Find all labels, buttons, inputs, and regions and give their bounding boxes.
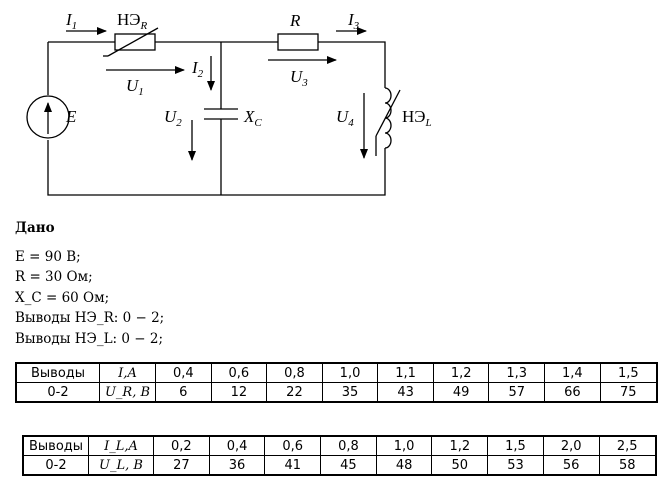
table-cell: U_L, В bbox=[88, 455, 154, 476]
table-cell: 1,5 bbox=[487, 435, 544, 456]
label-ner: НЭR bbox=[117, 10, 148, 32]
table-cell: 0,4 bbox=[208, 435, 266, 456]
table-cell: 36 bbox=[208, 455, 266, 476]
table-cell: 1,0 bbox=[321, 362, 379, 383]
table-cell: 0,8 bbox=[320, 435, 377, 456]
table-cell: 49 bbox=[432, 382, 490, 403]
table-cell: 1,3 bbox=[488, 362, 546, 383]
label-u3: U3 bbox=[290, 67, 308, 89]
circuit-diagram: I1 НЭR R I3 I2 U1 U3 U2 E XC U4 НЭL bbox=[26, 10, 432, 196]
table-cell: 1,2 bbox=[431, 435, 489, 456]
table-row: 0-2 U_R, В 6 12 22 35 43 49 57 66 75 bbox=[15, 382, 658, 403]
label-i1: I1 bbox=[65, 10, 77, 32]
label-xc: XC bbox=[243, 107, 262, 129]
wire-right bbox=[47, 42, 386, 196]
table-cell: 1,0 bbox=[375, 435, 433, 456]
label-nel: НЭL bbox=[402, 107, 432, 129]
voltage-source bbox=[26, 95, 70, 139]
nonlinear-resistor-slash bbox=[107, 27, 159, 57]
table-cell: 50 bbox=[431, 455, 489, 476]
table-cell: 75 bbox=[599, 382, 658, 403]
wire-top-left bbox=[48, 41, 386, 88]
table-cell: I_L,A bbox=[88, 435, 154, 456]
resistor bbox=[277, 33, 319, 51]
table-row: 0-2 U_L, В 27 36 41 45 48 50 53 56 58 bbox=[22, 455, 657, 476]
table-cell: 53 bbox=[487, 455, 544, 476]
table-cell: Выводы bbox=[22, 435, 89, 456]
label-i2: I2 bbox=[191, 58, 204, 80]
table-nel-characteristic: Выводы I_L,A 0,2 0,4 0,6 0,8 1,0 1,2 1,5… bbox=[22, 435, 657, 476]
table-cell: 45 bbox=[320, 455, 377, 476]
label-u4: U4 bbox=[336, 107, 354, 129]
table-cell: 41 bbox=[264, 455, 322, 476]
given-ner: Выводы НЭ_R: 0 − 2; bbox=[15, 310, 165, 326]
table-row: Выводы I_L,A 0,2 0,4 0,6 0,8 1,0 1,2 1,5… bbox=[22, 435, 657, 456]
label-r: R bbox=[289, 11, 301, 30]
table-cell: 48 bbox=[375, 455, 433, 476]
table-cell: 2,5 bbox=[598, 435, 657, 456]
table-cell: 1,2 bbox=[432, 362, 490, 383]
table-cell: 0-2 bbox=[22, 455, 89, 476]
given-nel: Выводы НЭ_L: 0 − 2; bbox=[15, 330, 164, 347]
given-e: E = 90 В; bbox=[15, 248, 81, 265]
given-heading: Дано bbox=[15, 220, 55, 236]
label-e: E bbox=[65, 107, 77, 126]
table-cell: 0,4 bbox=[155, 362, 212, 383]
given-xc: X_C = 60 Ом; bbox=[15, 289, 110, 306]
table-cell: I,A bbox=[99, 362, 156, 383]
table-cell: 1,4 bbox=[544, 362, 601, 383]
label-u1: U1 bbox=[126, 76, 144, 98]
table-cell: 0-2 bbox=[15, 382, 100, 403]
table-cell: 27 bbox=[153, 455, 210, 476]
table-cell: 22 bbox=[266, 382, 323, 403]
table-cell: 66 bbox=[544, 382, 601, 403]
table-ner-characteristic: Выводы I,A 0,4 0,6 0,8 1,0 1,1 1,2 1,3 1… bbox=[15, 362, 658, 403]
table-cell: U_R, В bbox=[99, 382, 156, 403]
table-cell: 1,1 bbox=[377, 362, 434, 383]
table-cell: 6 bbox=[155, 382, 212, 403]
label-u2: U2 bbox=[164, 107, 182, 129]
table-cell: 56 bbox=[542, 455, 600, 476]
given-r: R = 30 Ом; bbox=[15, 269, 93, 285]
nonlinear-inductor-slash bbox=[375, 89, 401, 137]
given-section: Дано E = 90 В; R = 30 Ом; X_C = 60 Ом; В… bbox=[15, 218, 164, 349]
label-i3: I3 bbox=[347, 10, 360, 32]
table-cell: Выводы bbox=[15, 362, 100, 383]
table-cell: 0,6 bbox=[210, 362, 268, 383]
table-cell: 57 bbox=[488, 382, 546, 403]
table-cell: 1,5 bbox=[599, 362, 658, 383]
table-row: Выводы I,A 0,4 0,6 0,8 1,0 1,1 1,2 1,3 1… bbox=[15, 362, 658, 383]
table-cell: 58 bbox=[598, 455, 657, 476]
table-cell: 0,2 bbox=[153, 435, 210, 456]
table-cell: 43 bbox=[377, 382, 434, 403]
table-cell: 0,6 bbox=[264, 435, 322, 456]
table-cell: 35 bbox=[321, 382, 379, 403]
table-cell: 2,0 bbox=[542, 435, 600, 456]
nonlinear-resistor bbox=[114, 33, 156, 51]
table-cell: 12 bbox=[210, 382, 268, 403]
table-cell: 0,8 bbox=[266, 362, 323, 383]
